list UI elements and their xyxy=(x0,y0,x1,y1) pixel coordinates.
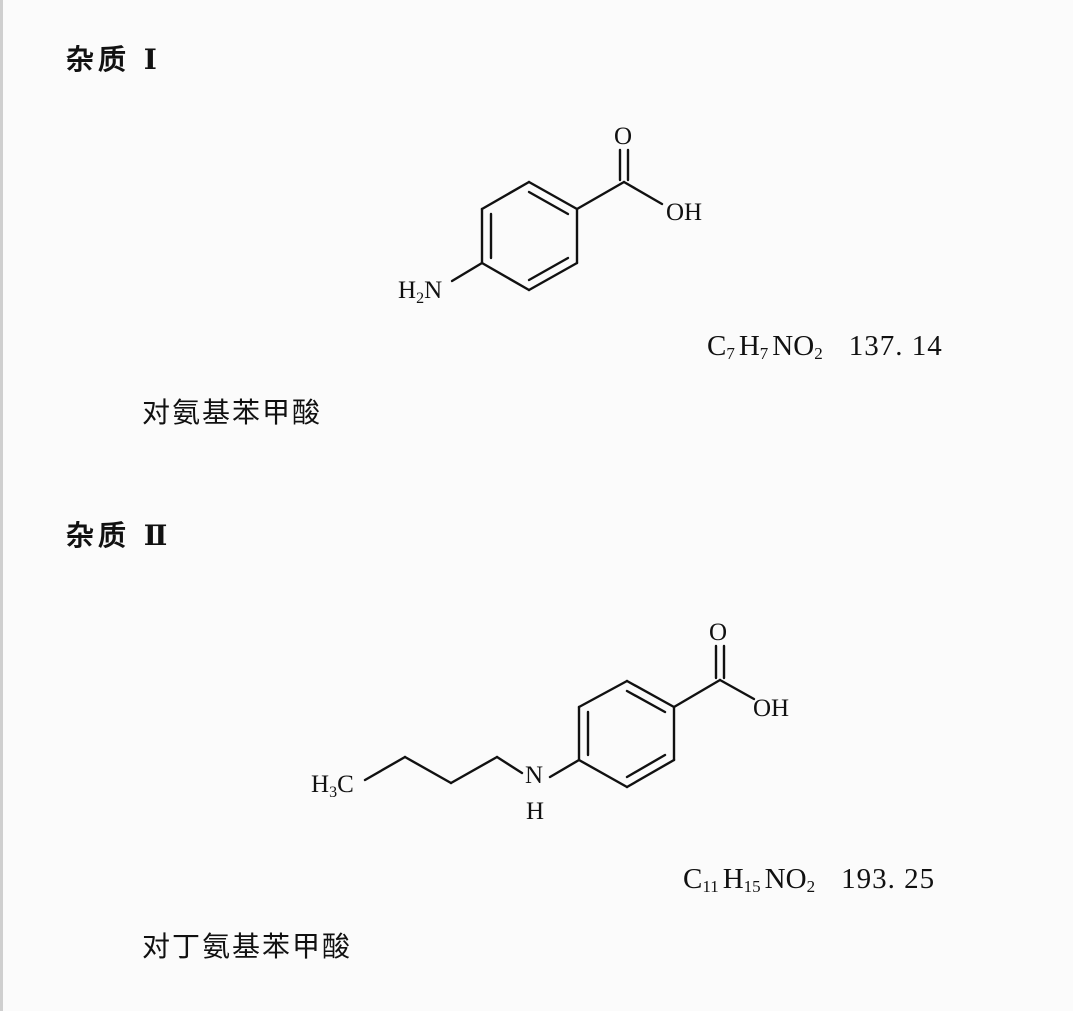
ring2-to-carboxyl-bond xyxy=(672,678,722,709)
carboxyl2-oh-bond xyxy=(718,678,756,701)
ring1-bond-6 xyxy=(480,180,531,211)
ring1-double-1 xyxy=(527,190,570,216)
ring1-to-amine-bond xyxy=(450,261,484,283)
impurity-2-nh-h-label: H xyxy=(526,798,544,825)
impurity-2-nh-n-label: N xyxy=(525,762,543,789)
ring2-bond-1 xyxy=(625,679,676,709)
ring2-bond-3 xyxy=(625,758,676,789)
ring1-double-2 xyxy=(527,256,570,282)
impurity-1-molecular-weight: 137. 14 xyxy=(848,330,943,362)
ring1-to-carboxyl-bond xyxy=(575,180,626,211)
ring1-bond-1 xyxy=(527,180,579,211)
impurity-2-oh-label: OH xyxy=(753,695,789,722)
impurity-1-h2n-label: H2N xyxy=(398,277,442,307)
impurity-2-h3c-label: H3C xyxy=(311,771,354,801)
butyl-bond-1 xyxy=(495,755,524,775)
impurity-2-molecular-weight: 193. 25 xyxy=(841,863,936,895)
impurity-2-name: 对丁氨基苯甲酸 xyxy=(142,930,353,963)
impurity-2-structure: O OH N H H3C xyxy=(311,619,789,825)
butyl-bond-4 xyxy=(363,755,407,782)
ring2-bond-6 xyxy=(577,679,629,709)
impurity-1-oh-label: OH xyxy=(666,199,702,226)
impurity-1-o-label: O xyxy=(614,123,632,150)
ring2-double-2 xyxy=(625,753,667,779)
impurity-1-name: 对氨基苯甲酸 xyxy=(142,396,323,429)
impurity-2-o-label: O xyxy=(709,619,727,646)
carboxyl1-oh-bond xyxy=(622,180,664,206)
butyl-bond-2 xyxy=(449,755,499,785)
ring2-double-1 xyxy=(625,689,667,714)
ring2-bond-4 xyxy=(577,758,629,789)
impurity-1-structure: O OH H2N xyxy=(398,123,702,307)
ring1-bond-4 xyxy=(480,261,531,292)
ring2-to-nh-bond xyxy=(548,758,581,779)
impurity-2-heading: 杂质 Ⅱ xyxy=(66,519,172,552)
butyl-bond-3 xyxy=(403,755,453,785)
page-left-border xyxy=(0,0,3,1011)
ring1-bond-3 xyxy=(527,261,579,292)
impurity-1-heading: 杂质 Ⅰ xyxy=(66,43,161,76)
